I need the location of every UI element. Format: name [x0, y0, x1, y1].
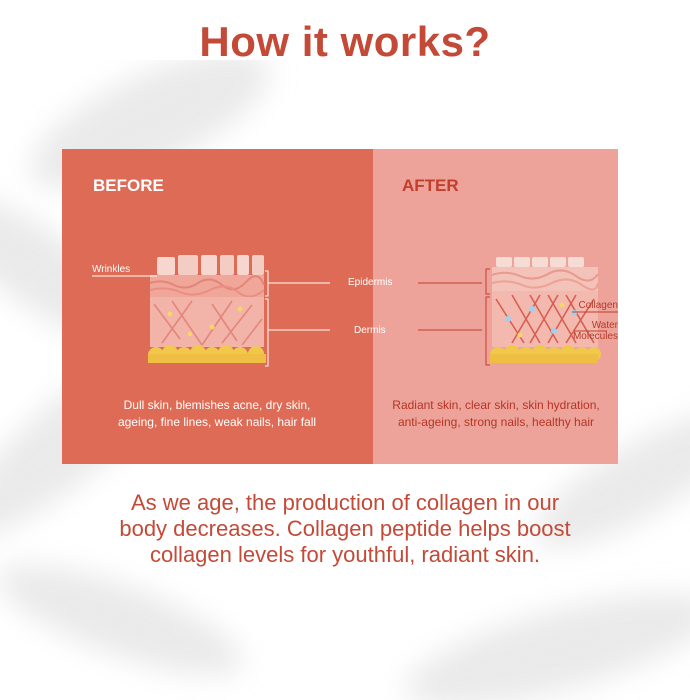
before-heading: BEFORE	[93, 176, 164, 195]
before-caption-line2: ageing, fine lines, weak nails, hair fal…	[117, 415, 317, 429]
water-molecules-label-line2: Molecules	[572, 331, 618, 342]
water-molecules-label: Water Molecules	[558, 320, 618, 342]
collagen-description: As we age, the production of collagen in…	[90, 490, 600, 568]
description-line3: collagen levels for youthful, radiant sk…	[149, 542, 541, 567]
before-skin-illustration	[148, 255, 266, 363]
before-caption-line1: Dull skin, blemishes acne, dry skin,	[123, 398, 311, 412]
water-molecules-label-line1: Water	[591, 320, 618, 331]
after-skin-illustration	[490, 257, 601, 363]
collagen-label: Collagen	[578, 300, 618, 311]
epidermis-label: Epidermis	[348, 277, 393, 288]
dermis-label: Dermis	[354, 325, 386, 336]
comparison-panel: BEFORE AFTER Wrinkles Epidermis Dermis C…	[62, 149, 618, 464]
before-caption: Dull skin, blemishes acne, dry skin, age…	[82, 397, 352, 431]
description-line2: body decreases. Collagen peptide helps b…	[119, 516, 571, 541]
page-title: How it works?	[199, 18, 491, 65]
skin-diagram	[92, 255, 618, 367]
after-heading: AFTER	[402, 176, 459, 195]
after-caption-line2: anti-ageing, strong nails, healthy hair	[397, 415, 595, 429]
description-line1: As we age, the production of collagen in…	[130, 490, 560, 515]
wrinkles-label: Wrinkles	[92, 264, 131, 275]
after-caption: Radiant skin, clear skin, skin hydration…	[380, 397, 612, 431]
after-caption-line1: Radiant skin, clear skin, skin hydration…	[392, 398, 600, 412]
